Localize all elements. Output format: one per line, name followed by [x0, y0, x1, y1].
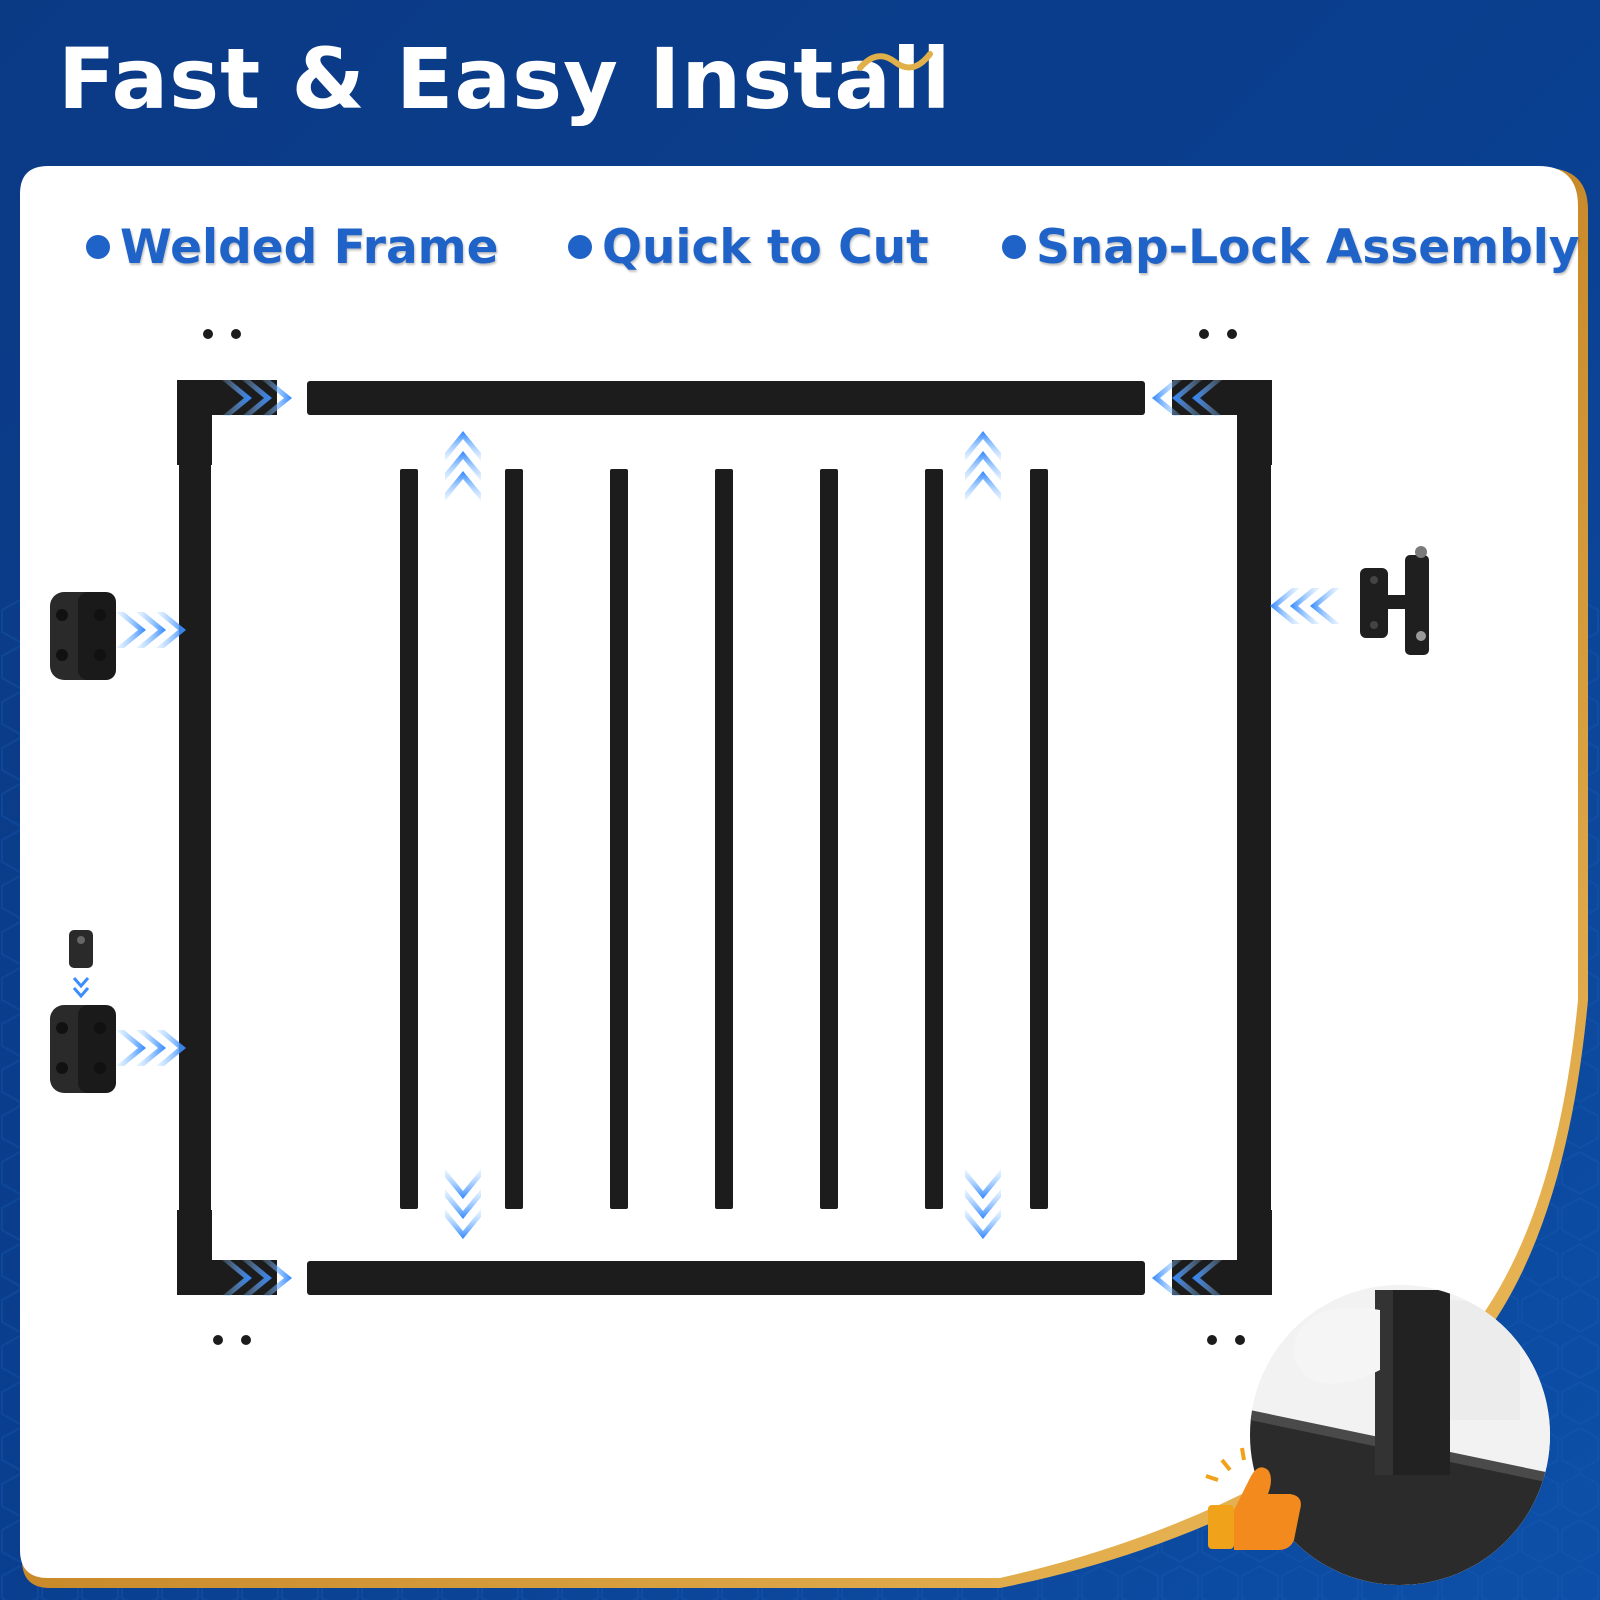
feature-label: Snap-Lock Assembly: [1036, 220, 1580, 275]
corner-dots: [203, 329, 1245, 1345]
feature-label: Welded Frame: [120, 220, 499, 275]
arrow-down-icon: [445, 1169, 481, 1239]
page-title: Fast & Easy Install: [58, 30, 952, 128]
arrow-down-icon: [965, 1169, 1001, 1239]
bullet-icon: [86, 234, 110, 259]
arrow-left-icon: [1270, 588, 1340, 624]
hinge-icon: [50, 592, 116, 680]
left-rail: [179, 465, 211, 1210]
gravity-latch-icon: [1360, 546, 1429, 655]
pickets: [400, 469, 1048, 1209]
feature-list: Welded Frame Quick to Cut Snap-Lock Asse…: [0, 220, 1600, 280]
bullet-icon: [1002, 234, 1026, 259]
thumbs-up-icon: [1205, 1447, 1301, 1550]
detail-photo: [1250, 1285, 1550, 1585]
arrow-right-icon: [116, 612, 186, 648]
right-rail: [1237, 465, 1271, 1210]
hinge-icon: [50, 1005, 116, 1093]
feature-snap-lock: Snap-Lock Assembly: [1002, 220, 1579, 275]
feature-quick-to-cut: Quick to Cut: [568, 220, 929, 275]
arrow-right-icon: [116, 1030, 186, 1066]
tilde-ornament-icon: [857, 51, 933, 71]
feature-label: Quick to Cut: [602, 220, 929, 275]
feature-welded-frame: Welded Frame: [86, 220, 499, 275]
arrow-up-icon: [445, 431, 481, 501]
hinge-cap-icon: [69, 930, 93, 999]
top-rail: [307, 381, 1145, 415]
bottom-rail: [307, 1261, 1145, 1295]
arrow-up-icon: [965, 431, 1001, 501]
bullet-icon: [568, 234, 592, 259]
